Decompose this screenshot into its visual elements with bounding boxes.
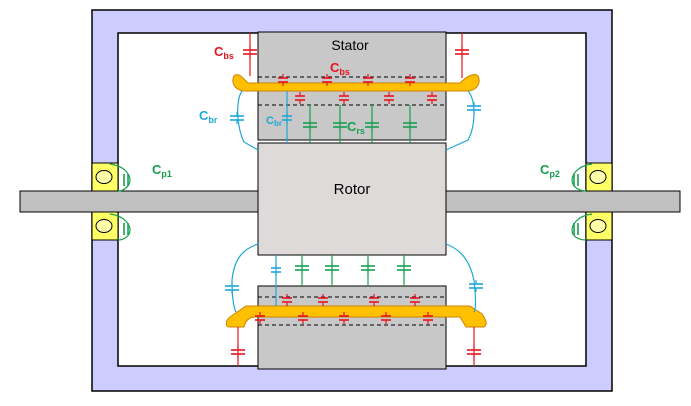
winding-top: [232, 74, 480, 92]
bearing-ball-icon: [95, 219, 113, 233]
capacitor-icon: [573, 223, 579, 235]
capacitor-icon: [318, 294, 328, 306]
capacitor-icon: [467, 346, 481, 358]
capacitor-icon: [469, 280, 483, 292]
capacitor-icon: [381, 312, 391, 324]
capacitor-icon: [271, 264, 281, 276]
capacitor-icon: [255, 312, 265, 324]
cp1-label: Cp1: [152, 162, 172, 179]
capacitor-icon: [298, 312, 308, 324]
cp2-label: Cp2: [540, 162, 560, 179]
cbr-outer-label: Cbr: [199, 108, 218, 125]
stator-bottom: [257, 285, 447, 370]
capacitor-icon: [410, 294, 420, 306]
capacitor-icon: [243, 46, 257, 58]
capacitor-icon: [123, 223, 129, 235]
cbr-inner-label: Cbr: [266, 115, 282, 128]
capacitor-icon: [339, 312, 349, 324]
capacitor-icon: [363, 74, 373, 86]
capacitor-symbols: [123, 46, 579, 358]
bearings: [91, 162, 613, 241]
capacitor-icon: [403, 119, 417, 131]
capacitor-icon: [369, 294, 379, 306]
capacitor-icon: [282, 294, 292, 306]
rotor: [257, 142, 447, 256]
capacitor-icon: [303, 119, 317, 131]
capacitor-icon: [427, 92, 437, 104]
bearing-ball-icon: [95, 170, 113, 184]
cbs-inner-label: Cbs: [330, 60, 350, 77]
capacitor-icon: [322, 74, 332, 86]
capacitor-icon: [282, 112, 292, 124]
capacitor-icon: [365, 119, 379, 131]
capacitor-icon: [278, 74, 288, 86]
capacitor-icon: [397, 262, 411, 274]
capacitor-icon: [295, 92, 305, 104]
bearing-ball-icon: [589, 170, 607, 184]
capacitor-icon: [384, 92, 394, 104]
capacitor-icon: [423, 312, 433, 324]
capacitor-icon: [231, 346, 245, 358]
capacitor-icon: [339, 92, 349, 104]
bearing-ball-icon: [589, 219, 607, 233]
capacitor-icon: [467, 102, 481, 114]
cbs-outer-label: Cbs: [214, 44, 234, 61]
capacitor-icon: [333, 119, 347, 131]
capacitor-icon: [230, 112, 244, 124]
capacitor-icon: [295, 262, 309, 274]
capacitor-icon: [361, 262, 375, 274]
capacitor-icon: [325, 262, 339, 274]
capacitor-icon: [225, 282, 239, 294]
capacitor-icon: [405, 74, 415, 86]
capacitor-icon: [573, 174, 579, 186]
winding-bottom: [225, 305, 487, 328]
capacitor-icon: [123, 174, 129, 186]
crs-label: Crs: [347, 119, 365, 136]
stator-label: Stator: [331, 37, 369, 53]
rotor-label: Rotor: [334, 181, 371, 198]
capacitor-icon: [455, 46, 469, 58]
